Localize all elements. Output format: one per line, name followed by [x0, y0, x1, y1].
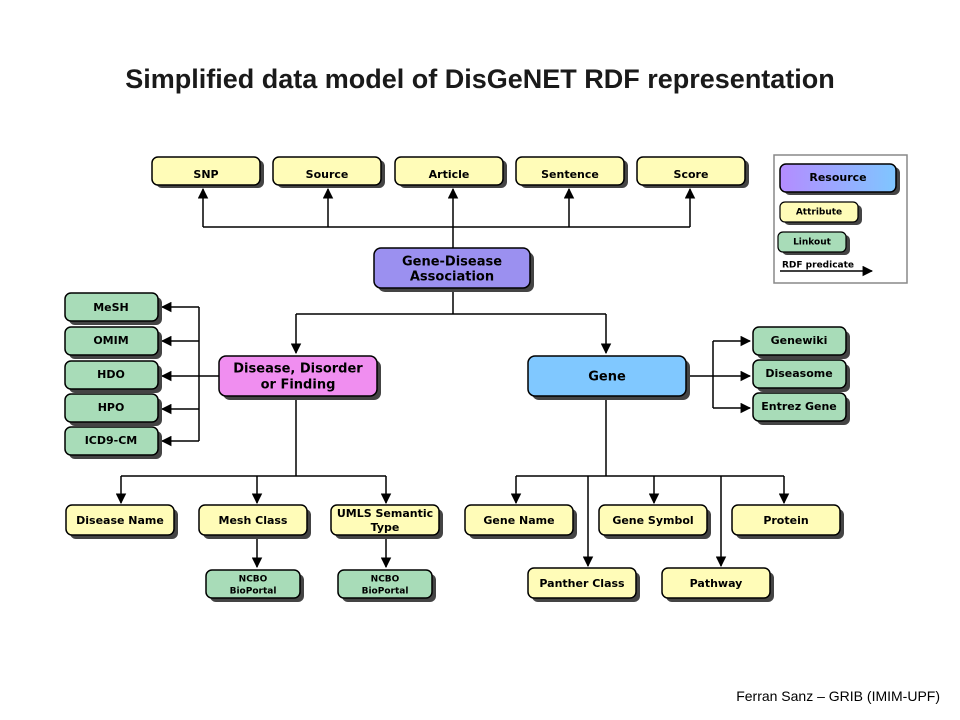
node-mesh-class: Mesh Class: [198, 504, 311, 539]
node-omim: OMIM: [64, 326, 162, 359]
source-label: Source: [306, 168, 349, 181]
mesh-label: MeSH: [93, 301, 129, 314]
node-entrez-gene: Entrez Gene: [752, 392, 850, 425]
legend-attribute-label: Attribute: [796, 208, 842, 218]
umls-label-line1: UMLS Semantic: [337, 507, 433, 520]
gda-label-line2: Association: [410, 270, 494, 285]
ncbo1-label-line2: BioPortal: [230, 587, 277, 597]
legend: Resource Attribute Linkout RDF predicate: [773, 154, 908, 284]
ncbo2-label-line1: NCBO: [371, 575, 400, 585]
ncbo1-label-line1: NCBO: [239, 575, 268, 585]
legend-linkout-label: Linkout: [793, 238, 832, 248]
node-protein: Protein: [731, 504, 844, 539]
mesh-class-label: Mesh Class: [219, 514, 288, 527]
node-ncbo-bioportal-mesh: NCBO BioPortal: [205, 569, 304, 602]
node-score: Score: [636, 156, 749, 188]
omim-label: OMIM: [93, 334, 128, 347]
node-umls-semantic-type: UMLS Semantic Type: [330, 504, 443, 539]
panther-class-label: Panther Class: [539, 577, 625, 590]
node-mesh: MeSH: [64, 292, 162, 325]
legend-resource-label: Resource: [809, 171, 866, 184]
genewiki-label: Genewiki: [771, 334, 828, 347]
legend-predicate-label: RDF predicate: [782, 261, 854, 271]
gda-label-line1: Gene-Disease: [402, 255, 502, 270]
node-panther-class: Panther Class: [527, 567, 640, 602]
node-diseasome: Diseasome: [752, 359, 850, 392]
umls-label-line2: Type: [371, 521, 400, 534]
legend-predicate: RDF predicate: [780, 261, 874, 277]
footer-credit: Ferran Sanz – GRIB (IMIM-UPF): [736, 688, 940, 704]
hpo-label: HPO: [98, 401, 125, 414]
node-gene-disease-association: Gene-Disease Association: [373, 247, 534, 292]
node-pathway: Pathway: [661, 567, 774, 602]
node-article: Article: [394, 156, 507, 188]
node-icd9-cm: ICD9-CM: [64, 426, 162, 459]
disease-label-line2: or Finding: [261, 378, 336, 393]
node-disease-name: Disease Name: [65, 504, 178, 539]
node-gene-name: Gene Name: [464, 504, 577, 539]
diseasome-label: Diseasome: [765, 367, 832, 380]
disease-label-line1: Disease, Disorder: [233, 362, 363, 377]
ncbo2-label-line2: BioPortal: [362, 587, 409, 597]
pathway-label: Pathway: [690, 577, 743, 590]
node-disease-disorder-finding: Disease, Disorder or Finding: [218, 355, 381, 400]
node-sentence: Sentence: [515, 156, 628, 188]
gene-symbol-label: Gene Symbol: [612, 514, 693, 527]
hdo-label: HDO: [97, 368, 125, 381]
disease-name-label: Disease Name: [76, 514, 164, 527]
node-source: Source: [272, 156, 385, 188]
gene-name-label: Gene Name: [483, 514, 554, 527]
node-ncbo-bioportal-umls: NCBO BioPortal: [337, 569, 436, 602]
sentence-label: Sentence: [541, 168, 599, 181]
edges: [115, 187, 790, 569]
snp-label: SNP: [193, 168, 218, 181]
node-gene: Gene: [527, 355, 690, 400]
node-hpo: HPO: [64, 393, 162, 426]
score-label: Score: [674, 168, 709, 181]
protein-label: Protein: [763, 514, 808, 527]
article-label: Article: [429, 168, 470, 181]
icd9-label: ICD9-CM: [85, 434, 138, 447]
node-snp: SNP: [151, 156, 264, 188]
node-gene-symbol: Gene Symbol: [598, 504, 711, 539]
gene-label: Gene: [588, 370, 626, 385]
legend-attribute: Attribute: [779, 201, 862, 225]
node-hdo: HDO: [64, 360, 162, 393]
entrez-gene-label: Entrez Gene: [761, 400, 837, 413]
node-genewiki: Genewiki: [752, 326, 850, 359]
legend-resource: Resource: [779, 163, 900, 195]
legend-linkout: Linkout: [777, 231, 850, 255]
page-title: Simplified data model of DisGeNET RDF re…: [125, 64, 835, 94]
